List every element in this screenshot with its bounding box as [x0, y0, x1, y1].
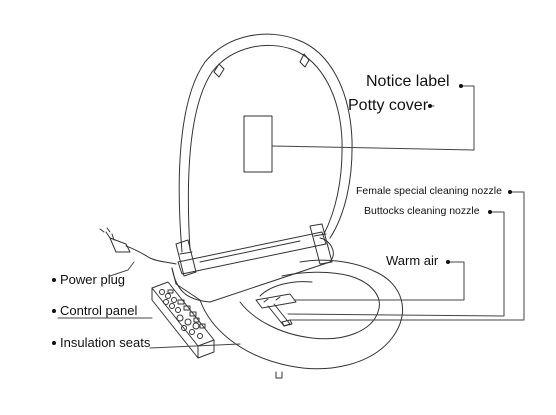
nozzle-housing	[255, 293, 297, 309]
left-hinge	[175, 239, 197, 277]
power-cord	[125, 245, 177, 265]
control-panel-dot	[52, 309, 56, 313]
leader-notice-label	[271, 85, 475, 151]
lid-outline	[178, 33, 353, 253]
buttocks-nozzle-text: Buttocks cleaning nozzle	[364, 205, 480, 217]
leader-buttocks-nozzle	[287, 211, 505, 317]
potty-cover-text: Potty cover	[348, 97, 429, 114]
leader-lines	[57, 85, 525, 349]
leader-insulation-seats	[149, 343, 241, 349]
control-panel-box	[151, 281, 215, 359]
power-plug-body	[109, 237, 131, 253]
nozzle-arm	[267, 303, 291, 327]
warm-air-text: Warm air	[386, 253, 439, 268]
potty-cover-dot	[428, 104, 432, 108]
notice-label-text: Notice label	[366, 73, 450, 90]
insulation-seats-text: Insulation seats	[60, 335, 151, 350]
leader-power-plug	[109, 261, 135, 277]
buttocks-nozzle-dot	[488, 210, 492, 214]
lid-inner-outline	[187, 44, 343, 251]
female-nozzle-text: Female special cleaning nozzle	[356, 185, 502, 197]
right-hinge	[309, 223, 333, 265]
control-panel-text: Control panel	[60, 303, 138, 318]
warm-air-dot	[446, 260, 450, 264]
female-nozzle-dot	[508, 190, 512, 194]
power-plug-text: Power plug	[60, 272, 126, 287]
insulation-seats-dot	[52, 341, 56, 345]
leader-female-nozzle	[289, 191, 525, 321]
notice-label-panel	[243, 115, 273, 173]
notice-label-dot	[459, 84, 463, 88]
hinge-bar	[177, 231, 327, 275]
power-plug-dot	[52, 278, 56, 282]
leader-warm-air	[293, 261, 465, 301]
seat-ring	[199, 259, 403, 370]
control-buttons	[159, 289, 206, 339]
